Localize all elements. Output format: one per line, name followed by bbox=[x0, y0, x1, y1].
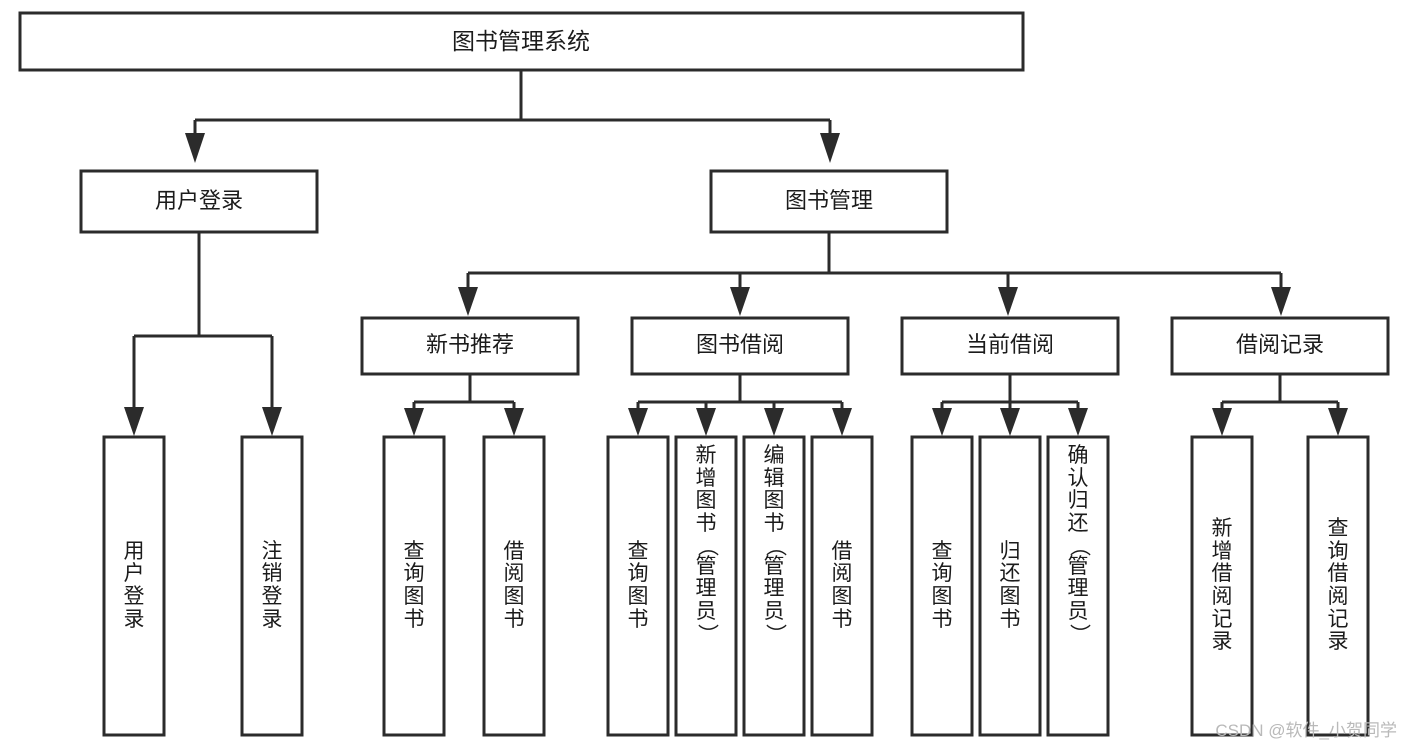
arrow-head-bb-leaf-4 bbox=[832, 408, 852, 436]
node-root-label: 图书管理系统 bbox=[452, 28, 590, 54]
leaf-box-cb-confirm-return[interactable] bbox=[1046, 435, 1110, 737]
node-book-borrow-label: 图书借阅 bbox=[696, 332, 784, 357]
leaf-box-nb-query-book[interactable] bbox=[382, 435, 446, 737]
csdn-watermark: CSDN @软件_小贺同学 bbox=[1215, 721, 1397, 740]
arrow-head-user-login bbox=[185, 133, 205, 163]
arrow-head-current-borrow bbox=[998, 287, 1018, 316]
arrow-head-leaf-user-login bbox=[124, 407, 144, 436]
leaf-box-br-query-record[interactable] bbox=[1306, 435, 1370, 737]
node-book-borrow-box[interactable] bbox=[630, 316, 850, 376]
arrow-head-bb-leaf-2 bbox=[696, 408, 716, 436]
leaf-box-bb-add-book[interactable] bbox=[674, 435, 738, 737]
leaf-box-cb-query-book[interactable] bbox=[910, 435, 974, 737]
node-user-login-label: 用户登录 bbox=[155, 188, 243, 213]
arrow-head-bb-leaf-1 bbox=[628, 408, 648, 436]
arrow-head-nb-leaf-2 bbox=[504, 408, 524, 436]
leaf-box-bb-query-book[interactable] bbox=[606, 435, 670, 737]
node-new-book-box[interactable] bbox=[360, 316, 580, 376]
arrow-head-cb-leaf-2 bbox=[1000, 408, 1020, 436]
arrow-head-book-manage bbox=[820, 133, 840, 163]
arrow-head-br-leaf-2 bbox=[1328, 408, 1348, 436]
node-new-book-label: 新书推荐 bbox=[426, 332, 514, 357]
arrow-head-nb-leaf-1 bbox=[404, 408, 424, 436]
arrow-head-book-borrow bbox=[730, 287, 750, 316]
leaf-box-cb-return-book[interactable] bbox=[978, 435, 1042, 737]
arrow-head-cb-leaf-3 bbox=[1068, 408, 1088, 436]
arrow-head-br-leaf-1 bbox=[1212, 408, 1232, 436]
leaf-box-user-login[interactable] bbox=[102, 435, 166, 737]
leaf-box-bb-edit-book[interactable] bbox=[742, 435, 806, 737]
node-borrow-record-label: 借阅记录 bbox=[1236, 332, 1324, 357]
arrow-head-borrow-record bbox=[1271, 287, 1291, 316]
node-book-manage-box[interactable] bbox=[709, 169, 949, 234]
leaf-box-nb-borrow-book[interactable] bbox=[482, 435, 546, 737]
arrow-head-bb-leaf-3 bbox=[764, 408, 784, 436]
arrow-head-new-book bbox=[458, 287, 478, 316]
node-current-borrow-label: 当前借阅 bbox=[966, 332, 1054, 357]
node-borrow-record-box[interactable] bbox=[1170, 316, 1390, 376]
node-book-manage-label: 图书管理 bbox=[785, 188, 873, 213]
arrow-head-cb-leaf-1 bbox=[932, 408, 952, 436]
node-root-box[interactable] bbox=[18, 11, 1025, 72]
arrow-head-leaf-logout bbox=[262, 407, 282, 436]
node-current-borrow-box[interactable] bbox=[900, 316, 1120, 376]
leaf-box-bb-borrow-book[interactable] bbox=[810, 435, 874, 737]
leaf-box-logout[interactable] bbox=[240, 435, 304, 737]
leaf-box-br-add-record[interactable] bbox=[1190, 435, 1254, 737]
